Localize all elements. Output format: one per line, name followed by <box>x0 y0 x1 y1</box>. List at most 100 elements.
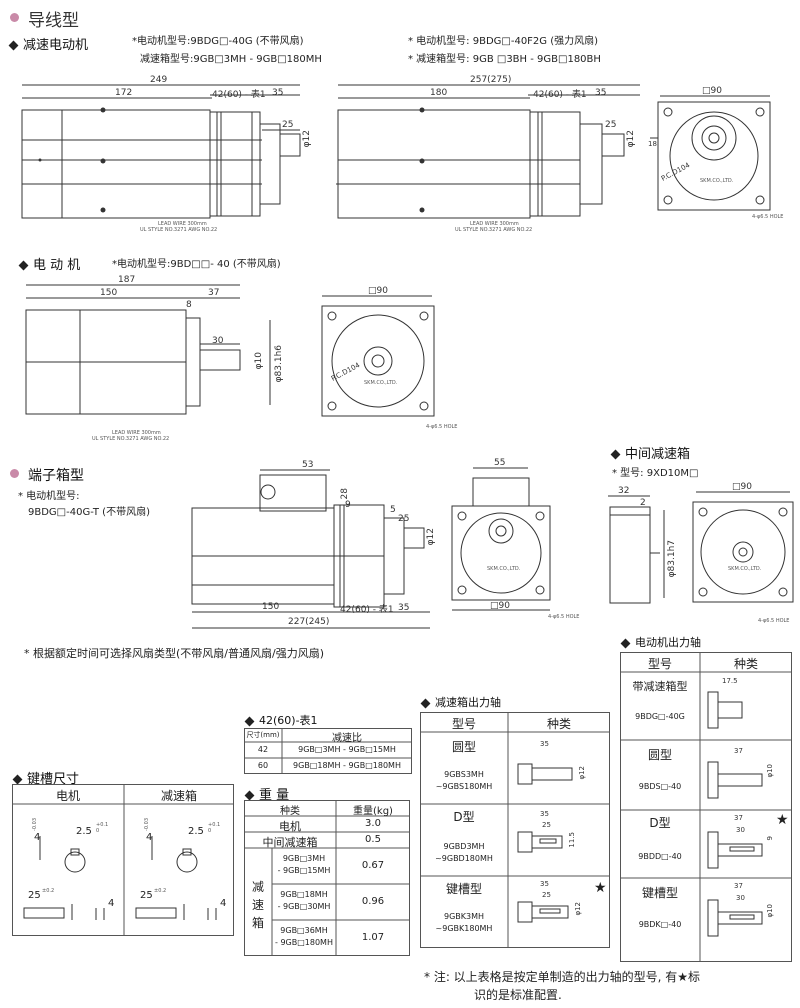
weight-r2-l1: 9GB□18MH <box>280 890 328 899</box>
term-d9: 9 <box>345 500 351 510</box>
ms-h2: 种类 <box>733 657 758 671</box>
ratio-r2-ratio: 9GB□18MH - 9GB□180MH <box>293 761 401 770</box>
ms-h1: 型号 <box>647 657 672 671</box>
gs-r3-m2: ~9GBK180MH <box>435 924 493 933</box>
ms-r4-type: 键槽型 <box>641 886 678 900</box>
ms-r2-d1: 37 <box>734 747 743 755</box>
mid-heading: 中间减速箱 <box>610 443 690 462</box>
motor-model: *电动机型号:9BD□□- 40 (不带风扇) <box>112 259 281 270</box>
term-flange: 42(60) - 表1 <box>340 605 394 615</box>
ms-r3-star-icon: ★ <box>776 812 789 828</box>
ms-r4-model: 9BDK□-40 <box>638 920 682 929</box>
gs-r1-d1: 35 <box>540 740 549 748</box>
d1-shaft: 35 <box>272 88 284 98</box>
term-box-w: 53 <box>302 460 314 470</box>
gs-r3-m1: 9GBK3MH <box>443 912 485 921</box>
keyway-heading: 键槽尺寸 <box>12 768 79 787</box>
term-total: 227(245) <box>288 617 330 627</box>
d2-body: 180 <box>430 88 448 98</box>
front1-brand: SKM.CO.,LTD. <box>700 178 734 184</box>
motor-body: 150 <box>100 288 118 298</box>
gs-r1-type: 圆型 <box>451 740 476 754</box>
d1-lead: LEAD WIRE 300mm <box>158 221 207 227</box>
ms-r2-dia: φ10 <box>766 764 774 778</box>
term-body: 150 <box>262 602 280 612</box>
weight-r1-l1: 9GB□3MH <box>282 854 326 863</box>
weight-h1: 种类 <box>280 806 300 817</box>
term-front-sq: □90 <box>490 601 510 611</box>
weight-table <box>244 800 410 956</box>
k1-tol: +0.1 0 <box>96 822 109 834</box>
motor-front-brand: SKM.CO.,LTD. <box>364 380 398 386</box>
ms-r3-d2: 30 <box>736 826 745 834</box>
term-shaft: 35 <box>398 603 410 613</box>
gs-r1-m1: 9GBS3MH <box>444 770 484 779</box>
k1-d: 4 <box>108 898 115 909</box>
motor-front-sq: □90 <box>368 286 388 296</box>
footer-line-1: * 注: 以上表格是按定单制造的出力轴的型号, 有★标 <box>424 970 701 984</box>
weight-r2-l2: - 9GB□30MH <box>277 902 331 911</box>
weight-motor-w: 3.0 <box>365 818 381 829</box>
mid-hole: 4-φ6.5 HOLE <box>758 618 790 624</box>
weight-r3-l1: 9GB□36MH <box>280 926 328 935</box>
k1-ltol: ±0.2 <box>42 888 55 894</box>
d2-lead: LEAD WIRE 300mm <box>470 221 519 227</box>
keyway-c2: 减速箱 <box>160 789 197 803</box>
motor-shaft-heading: 电动机出力轴 <box>620 634 701 650</box>
fan-note: * 根据额定时间可选择风扇类型(不带风扇/普通风扇/强力风扇) <box>24 647 324 660</box>
weight-r1-l2: - 9GB□15MH <box>277 866 331 875</box>
gs-r2-d1: 35 <box>540 810 549 818</box>
d1-flange: 42(60) - 表1 <box>212 90 266 100</box>
weight-motor: 电机 <box>279 820 301 833</box>
k1-w: 2.5 <box>76 826 92 837</box>
ms-r1-model: 9BDG□-40G <box>635 712 685 721</box>
d2-shaft: 35 <box>595 88 607 98</box>
motor-heading: 电 动 机 <box>18 254 80 273</box>
page-title: 导线型 <box>28 11 79 31</box>
reducer-model-1: *电动机型号:9BDG□-40G (不带风扇) <box>132 36 304 47</box>
d1-body: 172 <box>115 88 133 98</box>
weight-heading: 重 量 <box>244 784 289 803</box>
term-d5: 5 <box>390 505 396 515</box>
gs-r1-m2: ~9GBS180MH <box>435 782 493 791</box>
terminal-model-1: * 电动机型号: <box>18 491 80 502</box>
weight-mid: 中间减速箱 <box>262 836 318 849</box>
ms-r3-model: 9BDD□-40 <box>638 852 682 861</box>
gs-r3-star-icon: ★ <box>594 880 607 896</box>
ms-r2-type: 圆型 <box>647 748 672 762</box>
d2-total: 257(275) <box>470 75 512 85</box>
ms-r4-dia: φ10 <box>766 904 774 918</box>
mid-w: 32 <box>618 486 630 496</box>
front1-hole: 4-φ6.5 HOLE <box>752 214 784 220</box>
k2-len: 25 <box>140 890 153 901</box>
reducer-gear-1: 减速箱型号:9GB□3MH - 9GB□180MH <box>140 54 322 65</box>
motor-lead: LEAD WIRE 300mm <box>112 430 161 436</box>
gs-h2: 种类 <box>546 717 571 731</box>
ratio-r1-size: 42 <box>257 745 269 754</box>
motor-f2: 37 <box>208 288 220 298</box>
terminal-dot-icon <box>10 469 19 478</box>
motor-front-hole: 4-φ6.5 HOLE <box>426 424 458 430</box>
weight-mid-w: 0.5 <box>365 834 381 845</box>
ratio-r1-ratio: 9GB□3MH - 9GB□15MH <box>298 745 396 754</box>
weight-group: 减速箱 <box>251 880 264 930</box>
d2-ul: UL STYLE NO.3271 AWG NO.22 <box>455 227 533 233</box>
header-dot-icon <box>10 13 19 22</box>
reducer-gear-2: * 减速箱型号: 9GB □3BH - 9GB□180BH <box>408 54 601 65</box>
ratio-h2: 减速比 <box>332 733 362 744</box>
gear-shaft-table <box>420 712 610 948</box>
ms-r3-type: D型 <box>649 816 671 830</box>
front1-h: 18 <box>648 140 657 148</box>
gs-r2-m1: 9GBD3MH <box>443 842 485 851</box>
reducer-heading: 减速电动机 <box>8 34 88 53</box>
gs-r3-d1: 35 <box>540 880 549 888</box>
